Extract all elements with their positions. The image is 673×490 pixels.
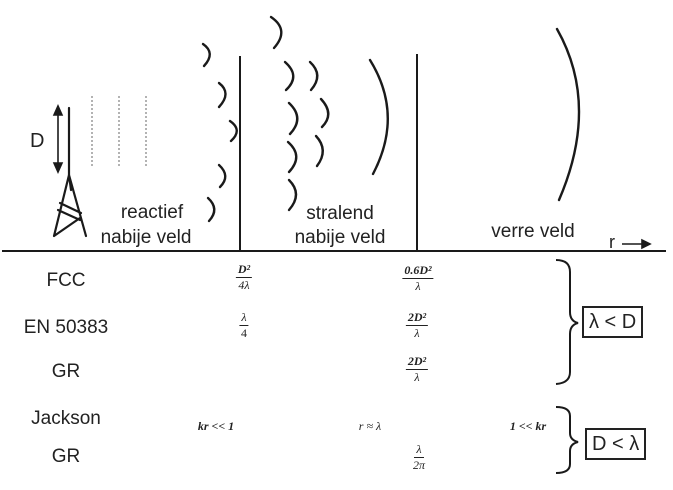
condition-d-lt-lambda: D < λ: [585, 428, 647, 460]
gr-radiating-limit: 2D² λ: [405, 354, 429, 384]
source-fcc: FCC: [46, 270, 86, 291]
region-radiating-label-1: stralend: [306, 203, 374, 224]
region-reactive-label-2: nabije veld: [100, 227, 192, 248]
jackson-reactive-cond: kr << 1: [197, 419, 235, 433]
far-field-wave-arc: [555, 27, 581, 202]
dimension-arrow-icon: [52, 104, 64, 174]
en50383-radiating-limit: 2D² λ: [405, 310, 429, 340]
source-gr-b: GR: [51, 446, 81, 467]
brace-group-b: [555, 406, 579, 474]
dotted-field-lines: [91, 96, 147, 168]
axis-r-label: r: [609, 232, 615, 252]
region-radiating-label-2: nabije veld: [294, 227, 386, 248]
en50383-reactive-limit: λ 4: [239, 310, 249, 340]
source-en50383: EN 50383: [23, 317, 109, 338]
brace-group-a: [555, 259, 579, 385]
jackson-far-cond: 1 << kr: [509, 419, 547, 433]
antenna-size-label: D: [30, 130, 45, 152]
source-gr-a: GR: [51, 361, 81, 382]
radiating-wave-arcs: [269, 15, 389, 212]
fcc-radiating-limit: 0.6D² λ: [402, 263, 434, 293]
antenna-tower-icon: [52, 106, 88, 238]
source-jackson: Jackson: [31, 408, 101, 429]
fcc-reactive-limit: D² 4λ: [235, 262, 253, 292]
gr-b-radiating-limit: λ 2π: [412, 442, 426, 472]
condition-lambda-lt-d: λ < D: [582, 306, 644, 338]
region-reactive-label-1: reactief: [120, 202, 184, 223]
jackson-radiating-cond: r ≈ λ: [358, 419, 382, 433]
region-far-label: verre veld: [491, 221, 575, 242]
reactive-wave-arcs: [201, 42, 238, 223]
r-direction-arrow-icon: [622, 238, 652, 250]
